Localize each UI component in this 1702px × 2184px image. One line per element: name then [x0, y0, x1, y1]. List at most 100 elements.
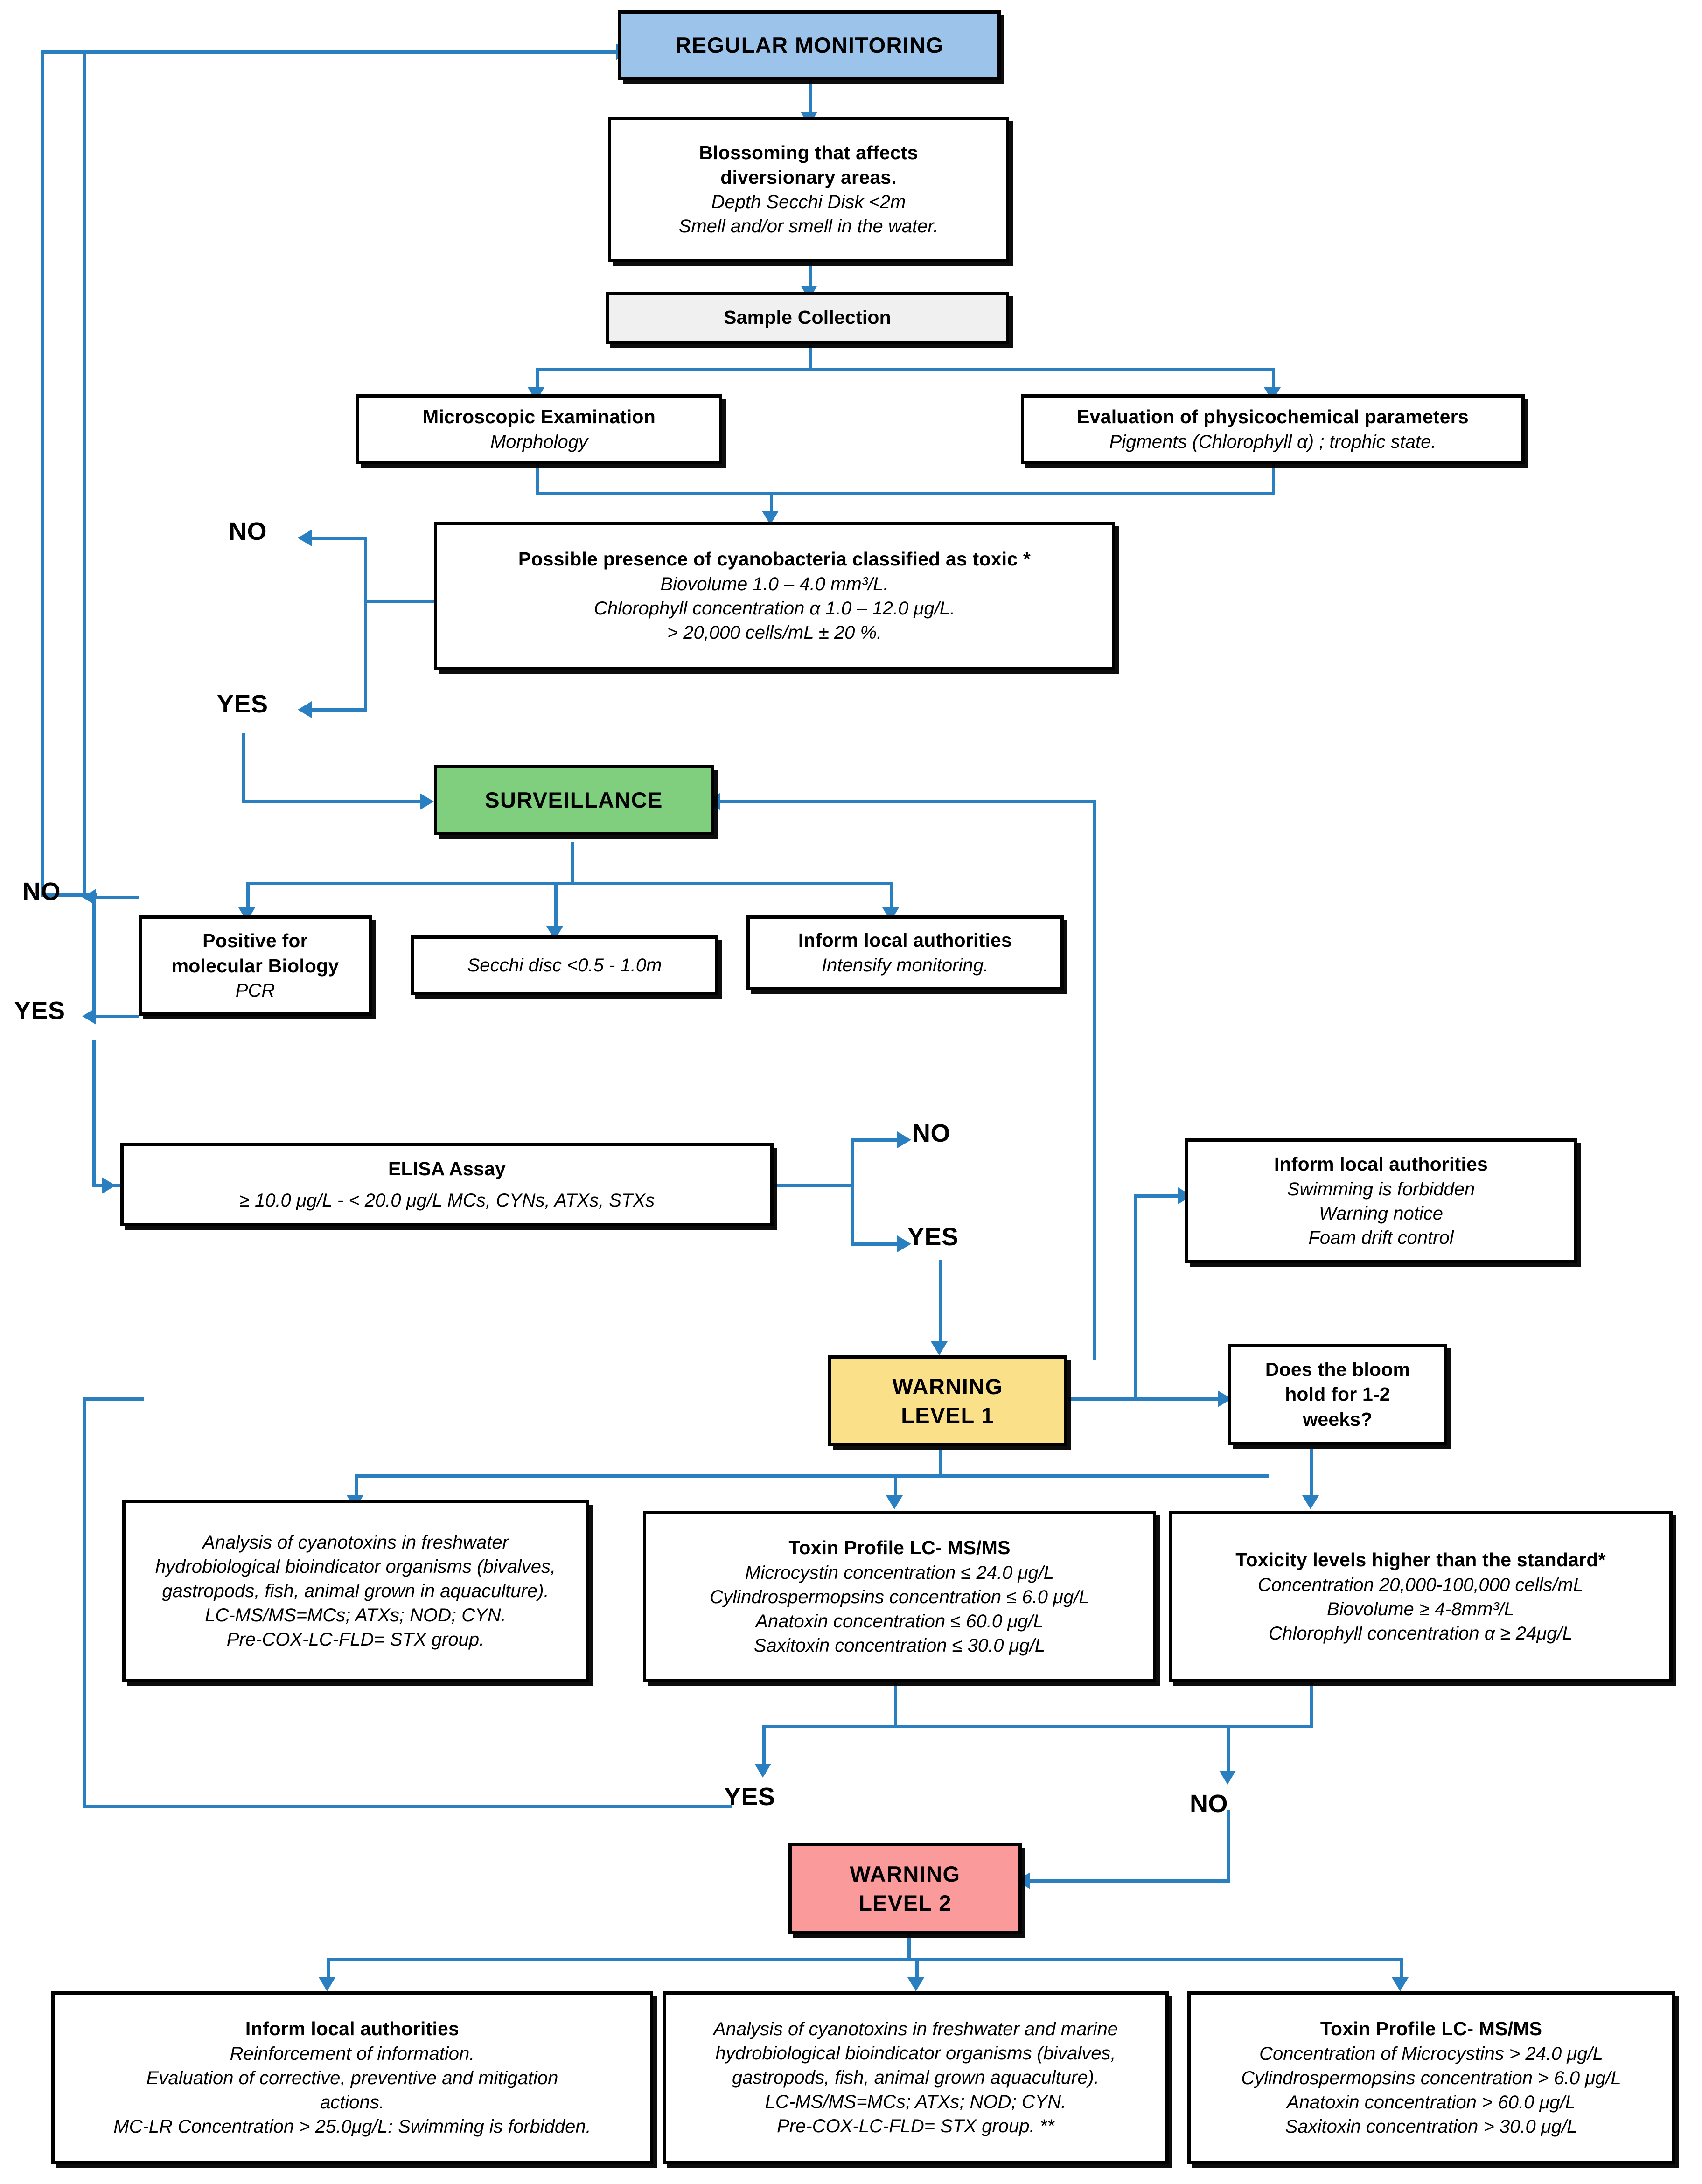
connector-w1-col2 [894, 1474, 897, 1502]
toxin-w2-stx: Saxitoxin concentration > 30.0 μg/L [1285, 2116, 1577, 2137]
analysis-w1-line3: gastropods, fish, animal grown in aquacu… [162, 1581, 549, 1601]
warning1-line1: WARNING [892, 1374, 1003, 1399]
connector-merge-stem [770, 492, 773, 518]
bloom-line1: Does the bloom [1265, 1359, 1410, 1381]
node-sample-collection[interactable]: Sample Collection [606, 292, 1009, 344]
node-warning-level-1[interactable]: WARNING LEVEL 1 [828, 1355, 1067, 1446]
arrow-inform-w2 [319, 1977, 335, 1991]
node-analysis-cyanotoxins-w1[interactable]: Analysis of cyanotoxins in freshwater hy… [122, 1500, 589, 1682]
label-elisa-yes: YES [907, 1223, 959, 1251]
connector-physicochemical-down [1272, 462, 1275, 495]
node-toxin-profile-w2[interactable]: Toxin Profile LC- MS/MS Concentration of… [1187, 1991, 1675, 2164]
node-elisa-assay[interactable]: ELISA Assay ≥ 10.0 μg/L - < 20.0 μg/L MC… [120, 1143, 774, 1226]
arrow-final-yes [754, 1764, 771, 1778]
possible-presence-cells: > 20,000 cells/mL ± 20 %. [667, 622, 882, 643]
inform-w1-foam: Foam drift control [1308, 1227, 1454, 1248]
secchi-disc-text: Secchi disc <0.5 - 1.0m [467, 955, 662, 976]
node-regular-monitoring[interactable]: REGULAR MONITORING [618, 10, 1001, 80]
connector-pcr-yes-down [92, 1040, 96, 1185]
inform-surv-sub: Intensify monitoring. [822, 955, 989, 976]
inform-w2-line2: Evaluation of corrective, preventive and… [146, 2067, 558, 2088]
elisa-title: ELISA Assay [388, 1158, 506, 1180]
node-toxin-profile-w1[interactable]: Toxin Profile LC- MS/MS Microcystin conc… [643, 1511, 1156, 1682]
arrow-toxin-profile-w2 [1392, 1977, 1409, 1991]
connector-top-return [41, 50, 624, 54]
possible-presence-title: Possible presence of cyanobacteria class… [518, 548, 1031, 570]
connector-surv-bar [246, 882, 890, 885]
connector-sample-left-drop [536, 368, 539, 396]
node-blossoming[interactable]: Blossoming that affects diversionary are… [608, 117, 1009, 262]
label-pcr-no: NO [22, 878, 61, 906]
connector-w2-col2 [915, 1958, 919, 1985]
arrow-warning1 [931, 1341, 948, 1355]
inform-surv-title: Inform local authorities [798, 929, 1012, 951]
toxin-w2-mc: Concentration of Microcystins > 24.0 μg/… [1259, 2043, 1603, 2064]
possible-presence-biovolume: Biovolume 1.0 – 4.0 mm³/L. [660, 573, 889, 594]
possible-presence-chlorophyll: Chlorophyll concentration α 1.0 – 12.0 μ… [593, 598, 956, 619]
connector-w1-right [1068, 1397, 1227, 1401]
connector-yes-drop [762, 1725, 766, 1774]
connector-surv-left [246, 882, 250, 915]
label-elisa-no: NO [912, 1119, 950, 1147]
blossoming-smell: Smell and/or smell in the water. [678, 216, 939, 237]
connector-w2-stem [907, 1934, 911, 1960]
node-microscopic-examination[interactable]: Microscopic Examination Morphology [356, 394, 722, 464]
connector-yes-to-surveillance-v [242, 733, 245, 802]
analysis-w2-line5: Pre-COX-LC-FLD= STX group. ** [777, 2116, 1054, 2136]
physicochemical-sub: Pigments (Chlorophyll α) ; trophic state… [1109, 431, 1437, 452]
arrow-toxicity-levels [1302, 1495, 1319, 1509]
arrow-toxic-yes [298, 701, 312, 718]
connector-yes-loopback [83, 1805, 732, 1808]
node-possible-presence[interactable]: Possible presence of cyanobacteria class… [434, 522, 1115, 670]
node-physicochemical-parameters[interactable]: Evaluation of physicochemical parameters… [1021, 394, 1525, 464]
toxin-w1-title: Toxin Profile LC- MS/MS [788, 1537, 1011, 1559]
connector-yes-loopback-vert [83, 1397, 86, 1808]
node-inform-authorities-surveillance[interactable]: Inform local authorities Intensify monit… [746, 915, 1064, 990]
node-inform-authorities-w2[interactable]: Inform local authorities Reinforcement o… [51, 1991, 653, 2164]
connector-no-drop [1227, 1725, 1230, 1781]
analysis-w1-line4: LC-MS/MS=MCs; ATXs; NOD; CYN. [205, 1605, 506, 1626]
label-toxic-no: NO [229, 517, 267, 545]
node-analysis-cyanotoxins-w2[interactable]: Analysis of cyanotoxins in freshwater an… [663, 1991, 1169, 2164]
connector-sample-right-drop [1272, 368, 1275, 396]
inform-w2-line3: actions. [320, 2092, 384, 2113]
connector-w2-bar [327, 1958, 1400, 1961]
warning2-line2: LEVEL 2 [858, 1890, 952, 1915]
arrow-toxic-no [298, 530, 312, 546]
toxin-w1-stx: Saxitoxin concentration ≤ 30.0 μg/L [753, 1635, 1046, 1656]
connector-no-to-w2-h [1026, 1879, 1228, 1883]
toxin-w2-atx: Anatoxin concentration > 60.0 μg/L [1286, 2092, 1576, 2113]
blossoming-line1: Blossoming that affects [699, 141, 918, 163]
analysis-w2-line2: hydrobiological bioindicator organisms (… [715, 2043, 1116, 2064]
warning1-line2: LEVEL 1 [901, 1403, 994, 1428]
node-inform-authorities-w1[interactable]: Inform local authorities Swimming is for… [1185, 1138, 1577, 1263]
label-bloom-no: NO [1190, 1790, 1228, 1818]
connector-yes-loopback-top [83, 1397, 144, 1401]
connector-toxin-down [894, 1682, 897, 1726]
arrow-toxin-profile-w1 [886, 1495, 903, 1509]
toxin-w1-cyn: Cylindrospermopsins concentration ≤ 6.0 … [710, 1586, 1089, 1607]
connector-toxic-out [364, 600, 439, 603]
connector-no-to-w2-vert [1227, 1810, 1230, 1883]
node-toxicity-levels[interactable]: Toxicity levels higher than the standard… [1169, 1511, 1673, 1682]
label-bloom-yes: YES [724, 1783, 775, 1811]
label-pcr-yes: YES [14, 997, 65, 1025]
connector-surv-mid [554, 882, 558, 933]
analysis-w2-line4: LC-MS/MS=MCs; ATXs; NOD; CYN. [765, 2092, 1067, 2112]
node-secchi-disc[interactable]: Secchi disc <0.5 - 1.0m [411, 935, 718, 995]
arrow-surveillance-left [420, 793, 434, 810]
node-surveillance[interactable]: SURVEILLANCE [434, 765, 714, 835]
connector-toxic-no [308, 537, 366, 540]
analysis-w2-line3: gastropods, fish, animal grown aquacultu… [732, 2067, 1100, 2088]
connector-pcr-yes [92, 1015, 139, 1018]
connector-yesno-bar [762, 1725, 1313, 1728]
node-warning-level-2[interactable]: WARNING LEVEL 2 [788, 1843, 1022, 1934]
arrow-pcr-yes [82, 1008, 96, 1025]
connector-pcr-no [92, 896, 139, 899]
bloom-line2: hold for 1-2 [1285, 1383, 1390, 1405]
regular-monitoring-title: REGULAR MONITORING [675, 33, 944, 58]
connector-sample-split-stem [809, 345, 812, 369]
node-molecular-biology[interactable]: Positive for molecular Biology PCR [139, 915, 372, 1016]
node-bloom-hold-question[interactable]: Does the bloom hold for 1-2 weeks? [1228, 1344, 1447, 1445]
analysis-w2-line1: Analysis of cyanotoxins in freshwater an… [713, 2019, 1118, 2039]
